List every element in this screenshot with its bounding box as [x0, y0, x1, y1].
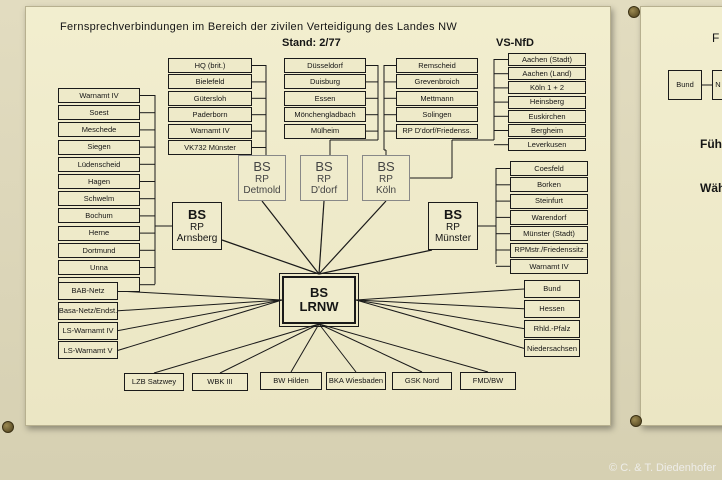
- connection-line-57: [221, 239, 320, 275]
- screw-right-top: [628, 6, 640, 18]
- box-left-9: Dortmund: [58, 242, 140, 258]
- connection-line-65: [117, 299, 283, 351]
- box-koeln-3: Heinsberg: [508, 95, 586, 109]
- screw-center: [630, 415, 642, 427]
- copyright-watermark: © C. & T. Diedenhofer: [609, 462, 716, 474]
- box-muenster-3: Warendorf: [510, 209, 588, 225]
- right-panel-text-2: Wäh: [700, 181, 722, 195]
- box-ddorf-2: Essen: [284, 90, 366, 106]
- box-muenster-0: Coesfeld: [510, 161, 588, 176]
- box-muenster-4: Münster (Stadt): [510, 226, 588, 242]
- connection-line-61: [318, 249, 433, 275]
- box-left-6: Schwelm: [58, 191, 140, 207]
- box-lrnw-left-3: LS-Warnamt V: [58, 341, 118, 360]
- box-left-10: Unna: [58, 260, 140, 275]
- right-panel-box-n: N: [712, 70, 722, 100]
- box-lrnw-bottom-0: LZB Satzwey: [124, 373, 184, 391]
- box-lrnw-bottom-2: BW Hilden: [260, 372, 322, 390]
- connection-line-63: [117, 299, 283, 312]
- box-lrnw-left-1: Basa-Netz/Endst.: [58, 301, 118, 320]
- box-ddorf-1: Duisburg: [284, 74, 366, 90]
- box-lrnw-left-2: LS-Warnamt IV: [58, 321, 118, 340]
- box-left-3: Siegen: [58, 139, 140, 155]
- box-detmold-4: Warnamt IV: [168, 123, 252, 139]
- connection-line-60: [318, 200, 387, 275]
- connection-line-69: [355, 299, 525, 349]
- right-panel-top: F: [712, 31, 720, 45]
- box-detmold-1: Bielefeld: [168, 74, 252, 90]
- box-ddorf2-1: Grevenbroich: [396, 74, 478, 90]
- connection-line-73: [318, 323, 357, 373]
- box-lrnw-left-0: BAB-Netz: [58, 282, 118, 300]
- box-ddorf-4: Mülheim: [284, 123, 366, 139]
- connection-line-62: [117, 290, 283, 301]
- box-lrnw-bottom-1: WBK III: [192, 373, 248, 391]
- box-ddorf2-4: RP D'dorf/Friedenss.: [396, 123, 478, 139]
- screw-left: [2, 421, 14, 433]
- connection-line-70: [153, 323, 320, 374]
- connection-line-64: [117, 299, 283, 332]
- box-lrnw-right-2: Rhld.-Pfalz: [524, 319, 580, 338]
- box-ddorf-0: Düsseldorf: [284, 58, 366, 73]
- box-lrnw-bottom-5: FMD/BW: [460, 372, 516, 390]
- connection-line-59: [318, 200, 325, 275]
- connection-line-58: [261, 200, 320, 275]
- connection-line-71: [219, 323, 320, 374]
- stand-label: Stand: 2/77: [282, 37, 341, 49]
- box-lrnw-bottom-4: GSK Nord: [392, 372, 452, 390]
- box-left-2: Meschede: [58, 122, 140, 138]
- box-koeln-0: Aachen (Stadt): [508, 53, 586, 66]
- connection-line-72: [290, 323, 320, 373]
- box-left-0: Warnamt IV: [58, 88, 140, 103]
- box-lrnw-bottom-3: BKA Wiesbaden: [326, 372, 386, 390]
- connection-line-66: [355, 288, 525, 301]
- box-koeln-1: Aachen (Land): [508, 67, 586, 81]
- connection-line-75: [318, 323, 489, 373]
- box-koeln-2: Köln 1 + 2: [508, 81, 586, 95]
- box-ddorf-3: Mönchengladbach: [284, 107, 366, 123]
- box-muenster-6: Warnamt IV: [510, 258, 588, 274]
- box-detmold-2: Gütersloh: [168, 90, 252, 106]
- box-koeln-4: Euskirchen: [508, 109, 586, 123]
- box-lrnw-right-3: Niedersachsen: [524, 339, 580, 358]
- box-left-1: Soest: [58, 105, 140, 121]
- box-muenster-5: RPMstr./Friedenssitz: [510, 242, 588, 258]
- box-lrnw-right-1: Hessen: [524, 299, 580, 318]
- diagram-title: Fernsprechverbindungen im Bereich der zi…: [60, 21, 458, 33]
- box-koeln-6: Leverkusen: [508, 138, 586, 152]
- box-left-4: Lüdenscheid: [58, 156, 140, 172]
- box-left-5: Hagen: [58, 174, 140, 189]
- box-detmold-5: VK732 Münster: [168, 140, 252, 155]
- connection-line-68: [355, 299, 525, 330]
- box-ddorf2-2: Mettmann: [396, 90, 478, 106]
- box-detmold-3: Paderborn: [168, 107, 252, 123]
- right-panel-text-1: Füh: [700, 137, 722, 151]
- box-muenster-1: Borken: [510, 177, 588, 193]
- box-detmold-0: HQ (brit.): [168, 58, 252, 73]
- connection-line-74: [318, 323, 423, 373]
- box-ddorf2-0: Remscheid: [396, 58, 478, 73]
- right-panel-box-bund: Bund: [668, 70, 702, 100]
- box-ddorf2-3: Solingen: [396, 107, 478, 123]
- box-lrnw-right-0: Bund: [524, 280, 580, 298]
- box-left-8: Herne: [58, 225, 140, 241]
- box-muenster-2: Steinfurt: [510, 193, 588, 209]
- connection-line-67: [355, 299, 525, 310]
- box-left-7: Bochum: [58, 208, 140, 224]
- box-koeln-5: Bergheim: [508, 124, 586, 137]
- classification-label: VS-NfD: [496, 37, 534, 49]
